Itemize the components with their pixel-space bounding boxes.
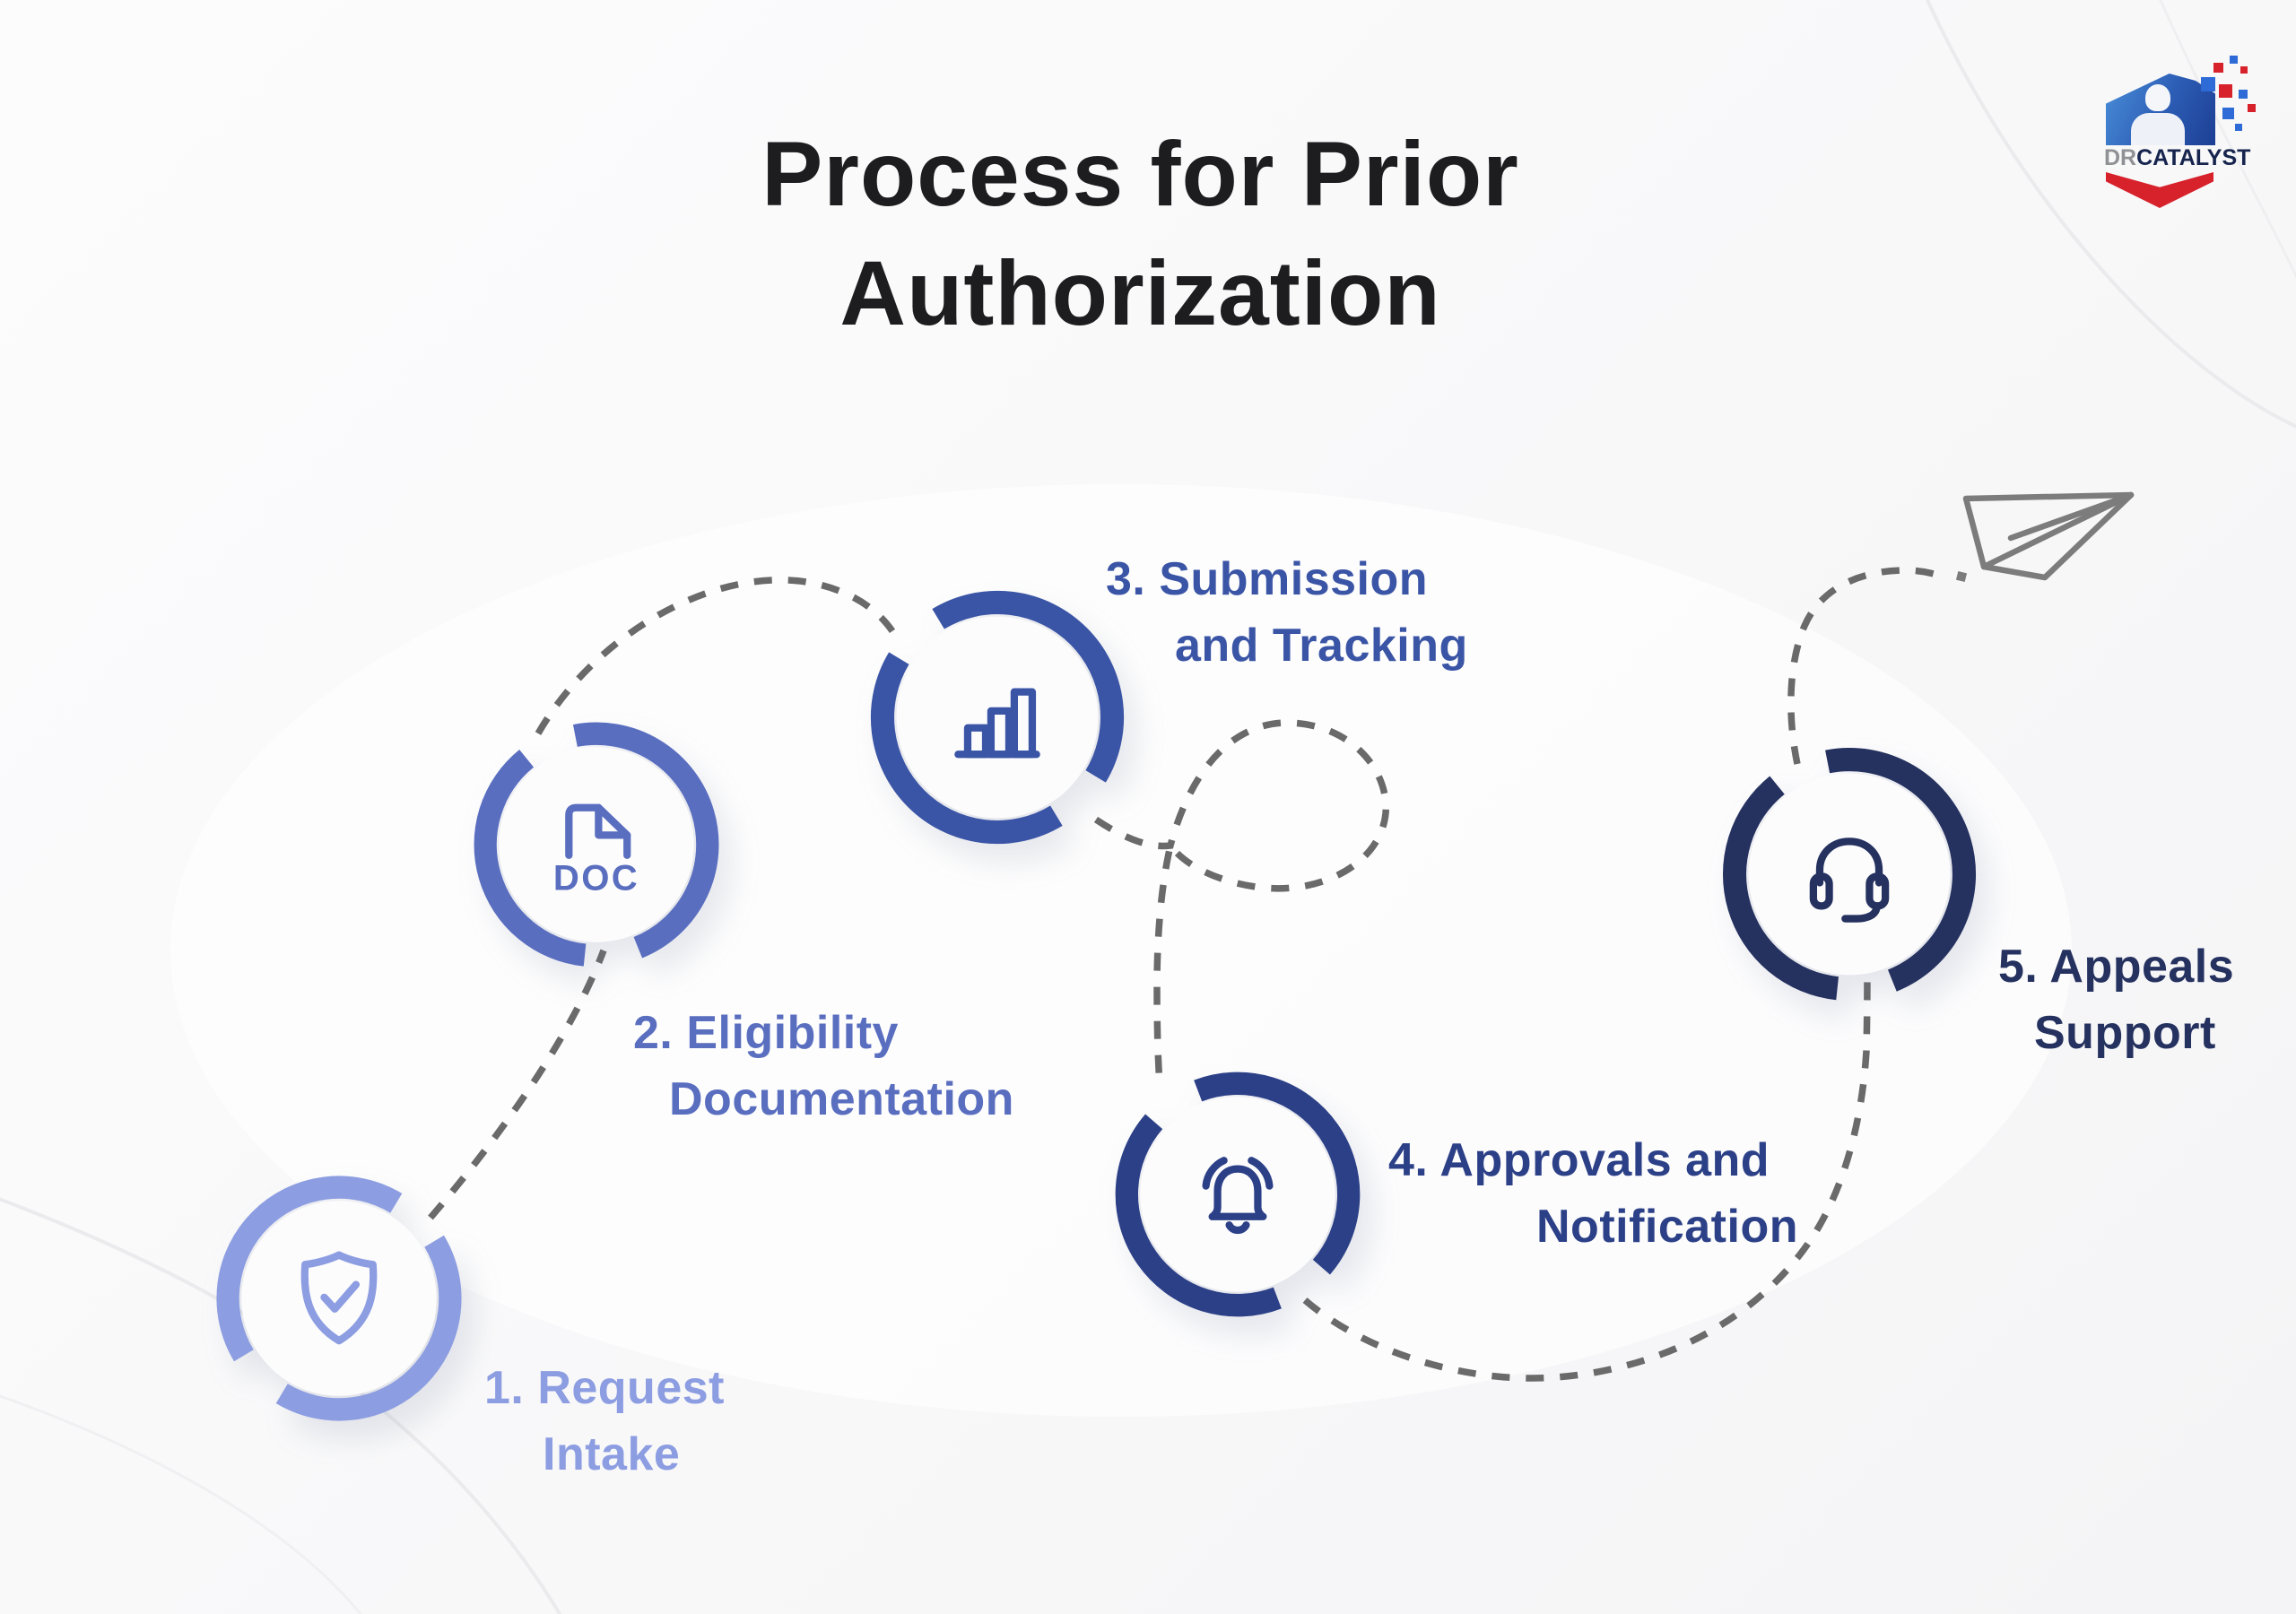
- connector-path-2-3: [535, 577, 900, 735]
- step-label-2: 2. Eligibility Documentation: [633, 1007, 1014, 1125]
- logo-pixel: [2248, 104, 2256, 112]
- shield-check-icon: [300, 1251, 378, 1345]
- page-title-line2: Authorization: [839, 241, 1441, 344]
- logo-pixel: [2230, 56, 2238, 64]
- logo-pixel: [2235, 124, 2242, 131]
- step-label-1: 1. Request Intake: [484, 1362, 725, 1480]
- doctor-silhouette-icon: [2145, 84, 2170, 111]
- svg-text:DOC: DOC: [553, 858, 639, 898]
- background-wave: [0, 1394, 362, 1614]
- step-ring-1: [216, 1176, 462, 1421]
- logo-pixel: [2222, 108, 2234, 119]
- step-ring-4: [1115, 1072, 1361, 1317]
- step-node-4: [1103, 1060, 1372, 1329]
- background-blob: [170, 484, 2072, 1417]
- step-label-4: 4. Approvals and Notification: [1388, 1134, 1798, 1253]
- headset-icon: [1809, 837, 1890, 923]
- logo-pixel: [2239, 90, 2248, 99]
- logo-pixel: [2219, 84, 2232, 98]
- logo-pixel: [2201, 77, 2215, 91]
- connector-path-3-4-loop: [1093, 719, 1389, 1086]
- connector-path-5-plane: [1787, 567, 1944, 765]
- step-node-2: DOC: [462, 710, 731, 979]
- step-ring-2: [474, 722, 719, 967]
- step-ring-5: [1722, 748, 1976, 1001]
- drcatalyst-logo: DRCATALYST: [2104, 52, 2261, 208]
- background-wave: [1925, 0, 2296, 429]
- logo-pixel: [2240, 66, 2248, 74]
- step-node-3: [858, 578, 1136, 856]
- logo-text: DRCATALYST: [2104, 145, 2250, 171]
- logo-text-dr: DR: [2104, 145, 2137, 170]
- doc-file-icon: DOC: [553, 803, 639, 898]
- step-node-5: [1710, 735, 1988, 1013]
- step-ring-3: [870, 590, 1125, 845]
- logo-text-catalyst: CATALYST: [2136, 145, 2251, 170]
- logo-pixel: [2213, 63, 2223, 73]
- step-label-3: 3. Submission and Tracking: [1106, 553, 1468, 672]
- background-wave: [2159, 0, 2296, 280]
- page-title: Process for Prior Authorization: [761, 115, 1519, 352]
- step-node-1: [204, 1164, 474, 1433]
- step-label-5: 5. Appeals Support: [1998, 941, 2235, 1059]
- connector-path-1-2: [428, 949, 607, 1220]
- bar-chart-icon: [954, 688, 1040, 759]
- page-title-line1: Process for Prior: [761, 123, 1519, 225]
- bell-icon: [1202, 1157, 1274, 1235]
- paper-plane-icon: [1955, 491, 2135, 583]
